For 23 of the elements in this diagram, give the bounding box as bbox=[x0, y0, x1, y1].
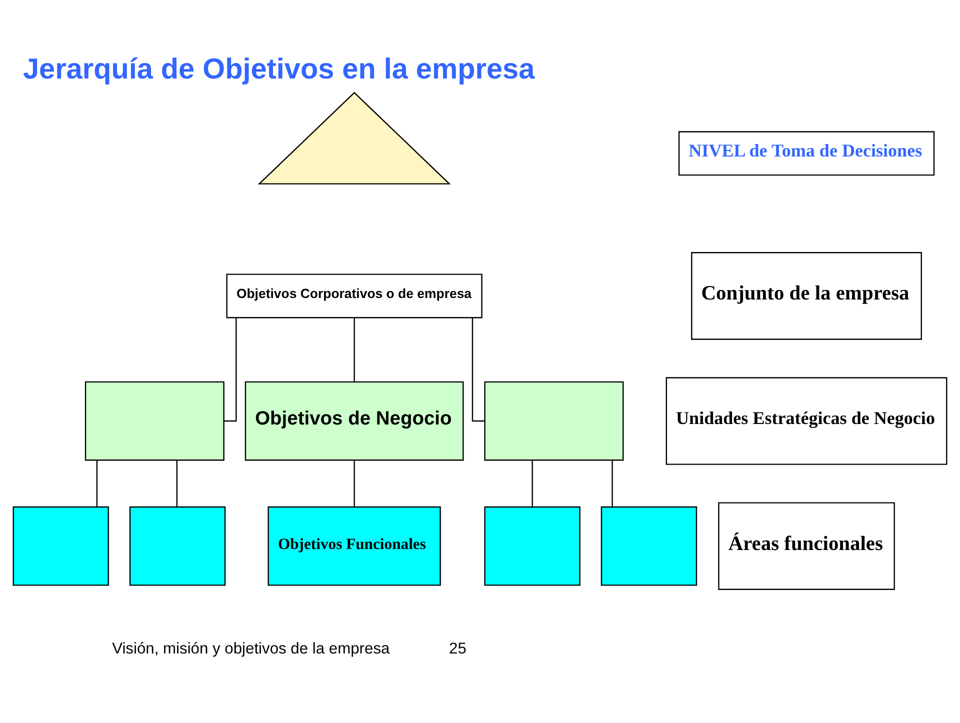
connector bbox=[354, 460, 355, 507]
label: 25 bbox=[449, 640, 466, 658]
node-box: Áreas funcionales bbox=[718, 502, 895, 590]
node-box: Objetivos Funcionales bbox=[268, 506, 441, 586]
node-box: Objetivos de Negocio bbox=[244, 381, 464, 461]
node-triangle bbox=[258, 92, 451, 184]
node-box bbox=[12, 506, 109, 586]
node-box bbox=[600, 506, 698, 586]
connector bbox=[532, 460, 533, 507]
node-box: Unidades Estratégicas de Negocio bbox=[666, 377, 948, 465]
connector bbox=[176, 460, 178, 507]
connector bbox=[96, 460, 98, 507]
node-box: NIVEL de Toma de Decisiones bbox=[678, 131, 935, 176]
node-box: Objetivos Corporativos o de empresa bbox=[226, 274, 482, 318]
connector bbox=[354, 318, 355, 382]
node-box bbox=[484, 381, 624, 461]
diagram-title: Jerarquía de Objetivos en la empresa bbox=[22, 54, 535, 86]
connector bbox=[612, 460, 613, 507]
label: Visión, misión y objetivos de la empresa bbox=[112, 640, 390, 658]
node-box: Conjunto de la empresa bbox=[691, 252, 922, 340]
node-box bbox=[484, 506, 580, 586]
node-box bbox=[129, 506, 226, 586]
node-box bbox=[84, 381, 224, 461]
